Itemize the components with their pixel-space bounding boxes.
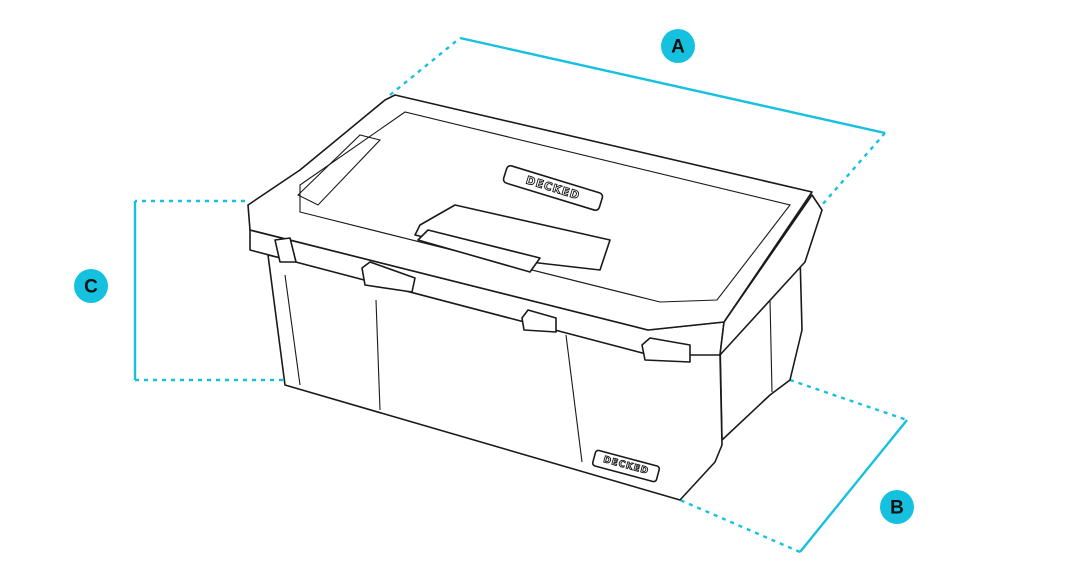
left-latch (274, 237, 297, 263)
front-latch-left (361, 261, 416, 293)
label-c-circle (74, 269, 108, 303)
lid-top (247, 94, 813, 331)
front-badge-frame (591, 449, 661, 483)
toolbox-drawing: DECKED DECKED (247, 94, 823, 501)
dimension-a (389, 36, 886, 206)
front-latch-right (521, 309, 557, 333)
lid-left-grip (297, 134, 382, 206)
dimension-a-extension-left (389, 37, 461, 96)
dimension-c (133, 199, 285, 382)
dimension-b (679, 378, 908, 554)
label-b-text: B (890, 498, 904, 519)
lid-right-face (719, 194, 823, 356)
body-front-edge (284, 274, 301, 386)
lid-badge-frame (502, 164, 604, 212)
dimension-a-line (459, 36, 886, 135)
body-side-rib (769, 299, 773, 393)
lid-inner-panel (299, 111, 791, 303)
dimension-b-extension-front (679, 498, 801, 554)
label-c-text: C (84, 277, 98, 298)
body-front-rib-right (565, 334, 583, 463)
body-front-rib-left (375, 299, 381, 411)
lid-handle (417, 229, 541, 273)
label-b-circle (880, 490, 914, 524)
dimension-a-extension-right (821, 132, 886, 206)
label-c: C (74, 269, 108, 303)
label-b: B (880, 490, 914, 524)
front-badge: DECKED (591, 449, 661, 483)
dimension-b-extension-back (789, 378, 908, 422)
label-a-circle (661, 29, 695, 63)
label-a-text: A (671, 37, 685, 58)
side-latch (641, 337, 691, 363)
dimension-b-line (799, 419, 908, 553)
label-a: A (661, 29, 695, 63)
